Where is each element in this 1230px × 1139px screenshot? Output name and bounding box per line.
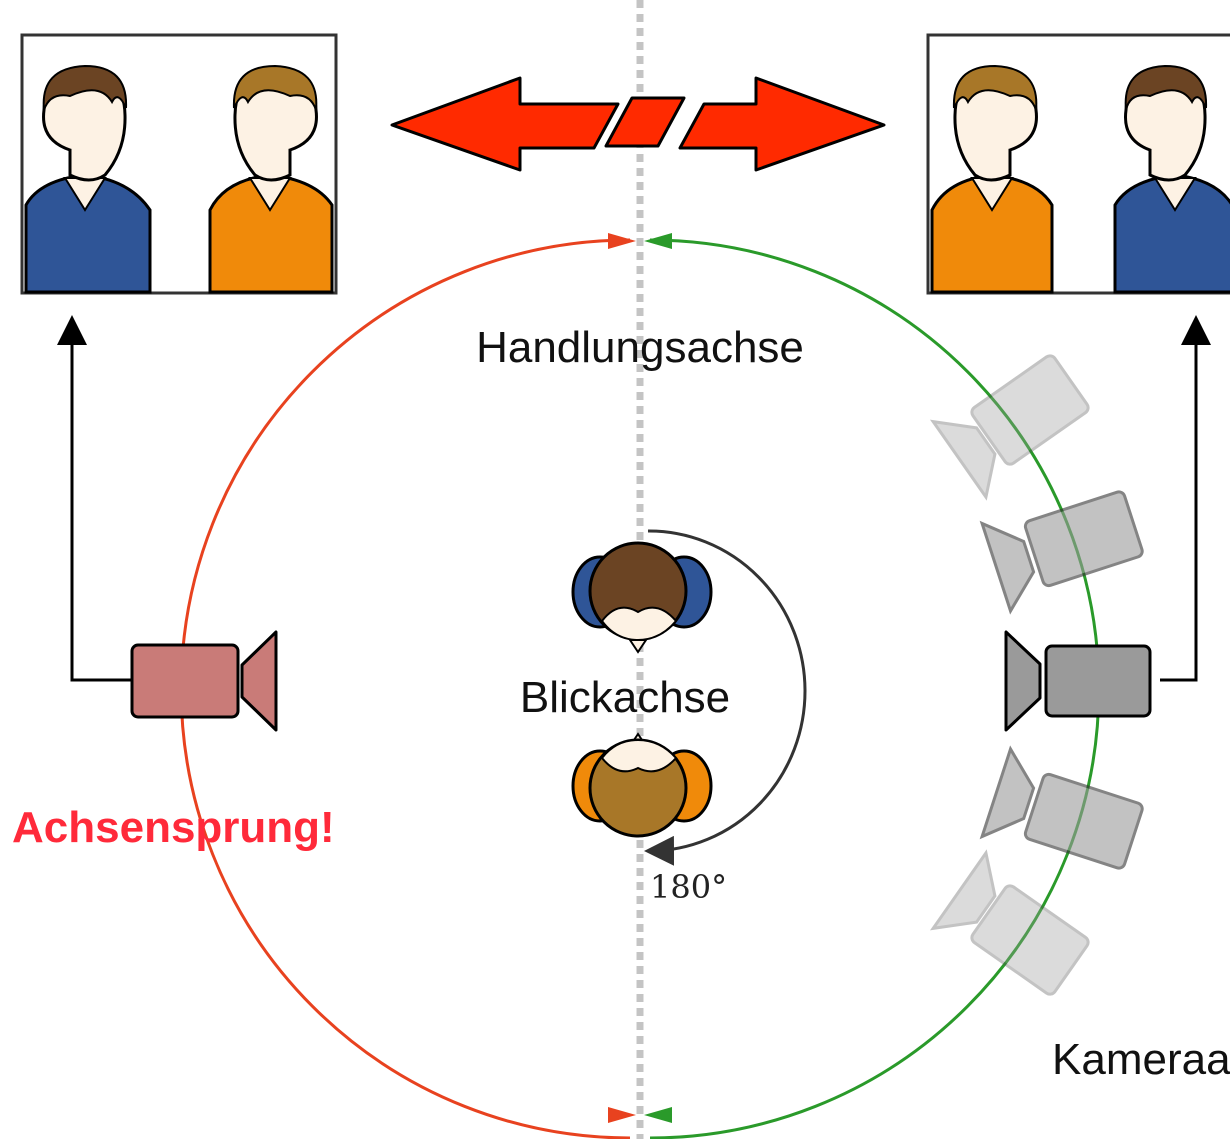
arc-arrowhead-red-bottom — [608, 1107, 636, 1123]
video-camera-icon — [929, 849, 1090, 996]
person-icon — [1113, 64, 1230, 294]
shot-connector-right — [1160, 315, 1211, 682]
arc-arrowhead-red-top — [608, 233, 636, 249]
rotation-label: 180° — [650, 868, 727, 906]
person-icon — [930, 64, 1054, 294]
video-camera-icon — [979, 745, 1144, 870]
person-icon — [24, 64, 152, 294]
video-camera-icon — [929, 354, 1090, 501]
axis-jump-label: Achsensprung! — [12, 803, 335, 852]
video-camera-icon — [1004, 630, 1152, 732]
double-arrow-crossed-icon — [390, 76, 886, 172]
rotation-arc — [644, 529, 807, 866]
video-camera-icon — [130, 630, 278, 732]
arc-arrowhead-green-top — [644, 233, 672, 249]
person-icon — [208, 64, 334, 294]
video-camera-icon — [979, 490, 1144, 615]
head-topview-icon — [571, 541, 713, 654]
arc-arrowhead-green-bottom — [644, 1107, 672, 1123]
action-axis-label: Handlungsachse — [476, 323, 804, 372]
shot-frame-left — [20, 33, 338, 295]
gaze-axis-label: Blickachse — [520, 673, 730, 722]
camera-axis-label: Kameraa — [1052, 1035, 1230, 1084]
head-topview-icon — [571, 732, 713, 838]
shot-frame-right — [926, 33, 1230, 295]
shot-connector-left — [57, 315, 132, 682]
